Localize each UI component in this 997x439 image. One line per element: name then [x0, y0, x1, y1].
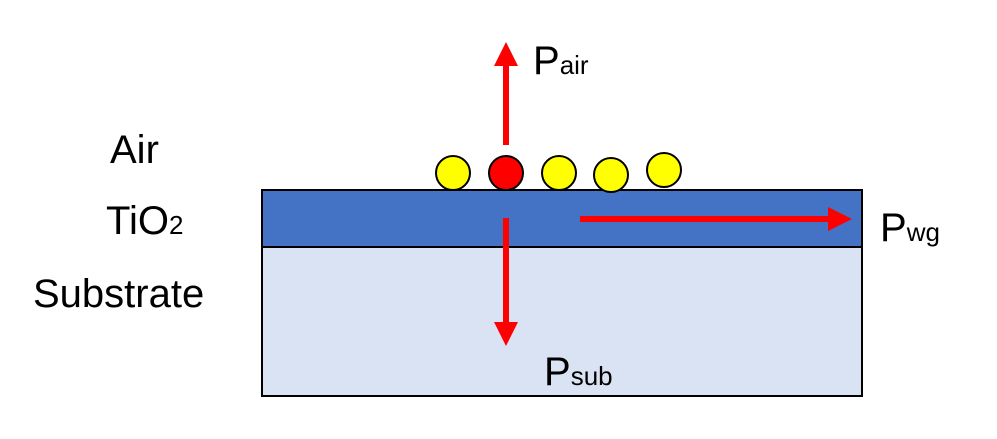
substrate-layer — [261, 246, 863, 397]
substrate-label: Substrate — [33, 272, 205, 316]
power-air-subscript: air — [559, 50, 589, 80]
tio2-label: TiO2 — [106, 201, 183, 241]
particle-4 — [593, 157, 629, 193]
particle-3 — [541, 155, 577, 191]
particle-5 — [646, 152, 682, 188]
power-substrate-main: P — [544, 350, 571, 394]
tio2-label-main: TiO — [106, 199, 169, 243]
power-substrate-subscript: sub — [570, 361, 613, 391]
power-substrate-label: Psub — [544, 352, 613, 392]
power-waveguide-subscript: wg — [906, 217, 940, 247]
particle-1 — [435, 155, 471, 191]
power-waveguide-label: Pwg — [880, 208, 940, 248]
power-air-label: Pair — [533, 41, 589, 81]
tio2-label-subscript: 2 — [168, 210, 184, 240]
power-waveguide-main: P — [880, 206, 907, 250]
power-air-main: P — [533, 39, 560, 83]
air-label: Air — [110, 128, 159, 172]
particle-emitter — [488, 155, 524, 191]
